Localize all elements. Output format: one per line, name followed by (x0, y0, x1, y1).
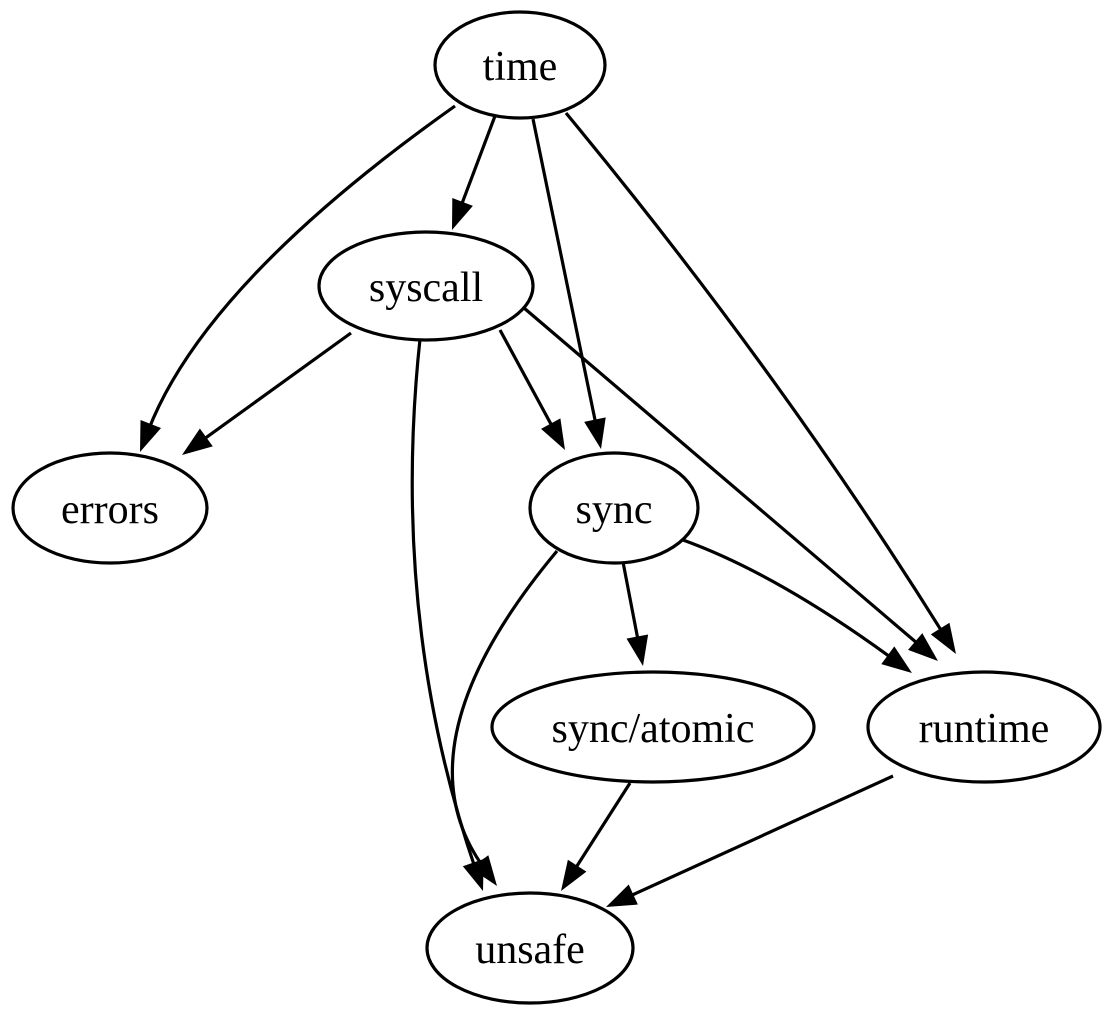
arrowhead-icon (881, 646, 912, 673)
edge-syscall-errors (182, 331, 352, 455)
arrowhead-icon (561, 859, 587, 891)
edge-line (199, 331, 352, 444)
edge-runtime-unsafe (606, 774, 894, 907)
node-errors: errors (11, 451, 209, 565)
edge-sync-atomic-unsafe (561, 782, 632, 891)
edge-line (498, 329, 556, 431)
node-ellipse (11, 451, 209, 565)
arrowhead-icon (182, 428, 213, 455)
node-ellipse (317, 230, 535, 342)
arrowhead-icon (626, 634, 649, 666)
edge-time-runtime (564, 111, 956, 654)
edge-sync-sync-atomic (621, 561, 649, 666)
node-sync: sync (528, 451, 700, 565)
edge-sync-unsafe (450, 549, 559, 886)
node-sync-atomic: sync/atomic (490, 670, 816, 784)
edge-line (621, 561, 641, 645)
edge-sync-runtime (682, 538, 912, 673)
node-label: syscall (369, 265, 483, 311)
edge-line (458, 115, 497, 210)
arrowhead-icon (452, 198, 473, 230)
edge-line (564, 111, 946, 636)
edge-line (571, 782, 632, 873)
arrowhead-icon (140, 420, 162, 452)
node-label: runtime (919, 706, 1050, 752)
node-label: time (483, 44, 558, 90)
node-label: unsafe (475, 927, 585, 973)
node-ellipse (433, 10, 607, 120)
node-label: sync/atomic (552, 706, 755, 752)
node-ellipse (528, 451, 700, 565)
edge-line (146, 104, 456, 432)
node-ellipse (490, 670, 816, 784)
edge-time-errors (140, 104, 456, 452)
arrowhead-icon (584, 417, 606, 449)
arrowhead-icon (541, 418, 565, 450)
node-syscall: syscall (317, 230, 535, 342)
node-unsafe: unsafe (425, 891, 635, 1005)
node-ellipse (866, 670, 1102, 784)
edge-line (625, 774, 894, 900)
edge-line (410, 338, 478, 871)
edge-line (522, 306, 922, 648)
arrowhead-icon (930, 622, 956, 654)
node-time: time (433, 10, 607, 120)
node-label: errors (61, 487, 159, 533)
arrowhead-icon (908, 633, 938, 661)
edge-line (682, 538, 895, 661)
edge-syscall-unsafe (410, 338, 484, 891)
edge-syscall-sync (498, 329, 565, 450)
edge-line (450, 549, 559, 869)
node-ellipse (425, 891, 635, 1005)
arrowhead-icon (606, 884, 638, 907)
node-runtime: runtime (866, 670, 1102, 784)
node-label: sync (576, 487, 653, 533)
edge-time-sync (531, 118, 606, 449)
edge-syscall-runtime (522, 306, 938, 661)
edge-time-syscall (452, 115, 497, 230)
arrowhead-icon (470, 855, 497, 886)
edge-line (531, 118, 599, 428)
